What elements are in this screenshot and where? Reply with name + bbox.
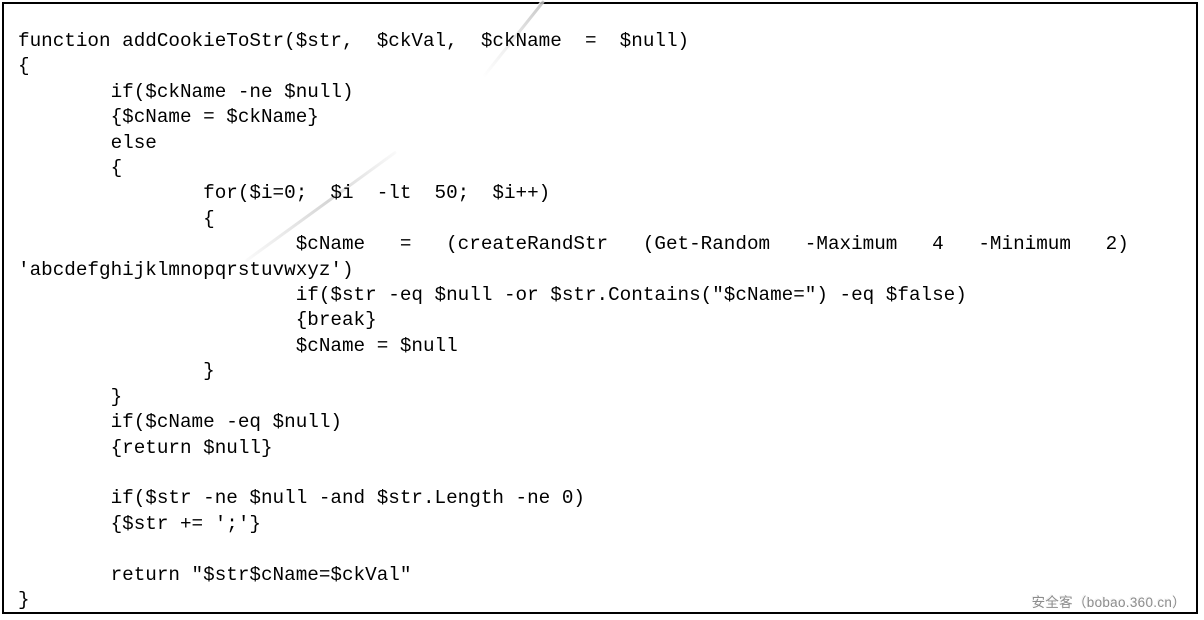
code-line: {	[18, 55, 30, 78]
code-line: if($str -ne $null -and $str.Length -ne 0…	[18, 487, 585, 510]
code-line: {	[18, 157, 123, 180]
code-line: {	[18, 207, 215, 230]
code-line	[18, 537, 1129, 562]
code-line: {return $null}	[18, 436, 273, 459]
site-watermark: 安全客（bobao.360.cn）	[1031, 595, 1186, 610]
code-line: if($str -eq $null -or $str.Contains("$cN…	[18, 284, 967, 307]
code-block: function addCookieToStr($str, $ckVal, $c…	[18, 29, 1129, 613]
code-line: }	[18, 588, 30, 611]
code-line: $cName = $null	[18, 334, 458, 357]
code-line: if($cName -eq $null)	[18, 411, 342, 434]
code-line: }	[18, 360, 215, 383]
code-line: function addCookieToStr($str, $ckVal, $c…	[18, 30, 690, 52]
code-line: $cName = (createRandStr (Get-Random -Max…	[18, 233, 1129, 256]
code-line: for($i=0; $i -lt 50; $i++)	[18, 182, 551, 205]
code-line	[18, 461, 1129, 486]
code-line: {$cName = $ckName}	[18, 106, 319, 129]
code-line: {break}	[18, 309, 377, 332]
code-line: else	[18, 131, 157, 154]
code-line: {$str += ';'}	[18, 512, 261, 535]
code-line: if($ckName -ne $null)	[18, 80, 354, 103]
code-line: 'abcdefghijklmnopqrstuvwxyz')	[18, 258, 354, 281]
code-line: return "$str$cName=$ckVal"	[18, 563, 412, 586]
code-line: }	[18, 385, 123, 408]
